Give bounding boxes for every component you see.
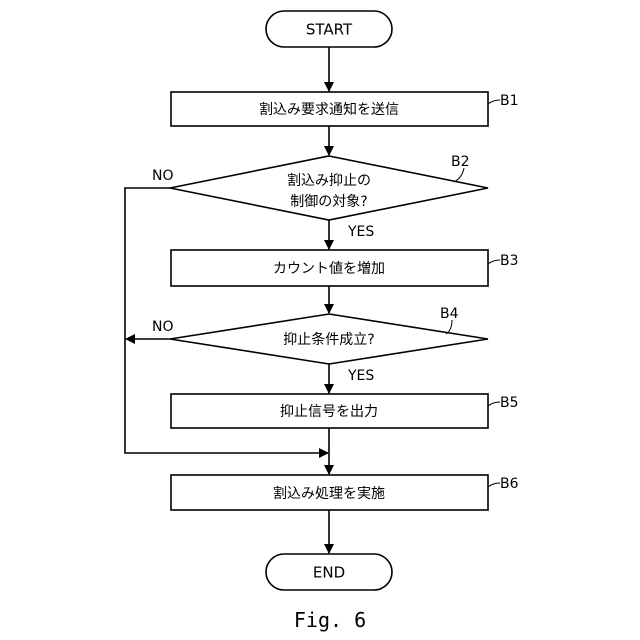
step-b6-text: 割込み処理を実施 — [273, 485, 385, 502]
step-b5-text: 抑止信号を出力 — [280, 404, 378, 420]
decision-b2-yes-label: YES — [347, 224, 374, 240]
step-b1-text: 割込み要求通知を送信 — [259, 101, 399, 118]
start-label: START — [306, 21, 353, 39]
step-b5-ref: B5 — [500, 395, 519, 411]
step-b3-text: カウント値を増加 — [273, 261, 385, 277]
step-b6-ref: B6 — [500, 476, 519, 492]
step-b3-ref: B3 — [500, 253, 519, 269]
decision-b2-leader — [454, 168, 464, 182]
decision-b2-ref: B2 — [451, 154, 470, 170]
decision-b2-line2: 制御の対象? — [290, 194, 367, 210]
step-b3-leader — [488, 260, 500, 264]
step-b5-leader — [488, 402, 500, 406]
decision-b2-line1: 割込み抑止の — [287, 172, 371, 189]
decision-b4-text: 抑止条件成立? — [283, 331, 374, 348]
decision-b4-yes-label: YES — [347, 368, 374, 384]
decision-b2-no-label: NO — [152, 168, 174, 184]
decision-b4-no-label: NO — [152, 319, 174, 335]
step-b1-ref: B1 — [500, 93, 519, 109]
decision-b4-ref: B4 — [440, 306, 459, 322]
end-label: END — [313, 564, 345, 582]
step-b6-leader — [488, 483, 500, 487]
figure-caption: Fig. 6 — [294, 608, 366, 632]
step-b1-leader — [488, 100, 500, 104]
